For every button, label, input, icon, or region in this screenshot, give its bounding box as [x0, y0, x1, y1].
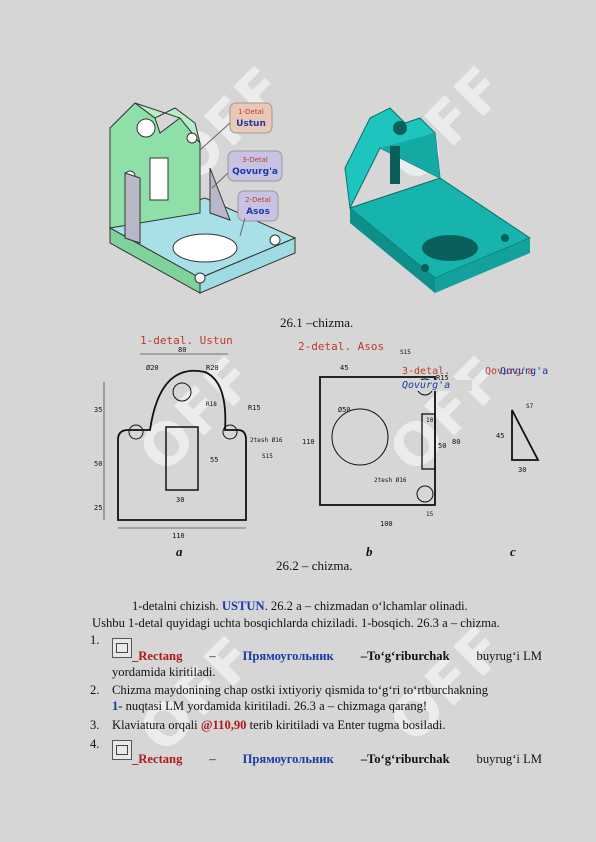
dim-r20: R20: [206, 364, 219, 372]
callout-3: 3-Detal Qovurg'a: [211, 150, 283, 189]
dim-30: 30: [176, 496, 184, 504]
dim-b-80: 80: [452, 438, 460, 446]
item-1-line-1: _Rectang – Прямоугольник –To‘g‘riburchak…: [132, 649, 542, 663]
item-4-line-1: _Rectang – Прямоугольник –To‘g‘riburchak…: [132, 752, 542, 766]
callout-1: 1-Detal Ustun: [199, 102, 273, 151]
dim-2tesh: 2tesh Ø16: [250, 437, 283, 444]
item-3-number: 3.: [90, 718, 100, 732]
dim-b-45: 45: [340, 364, 348, 372]
paragraph-1: 1-detalni chizish. USTUN. 26.2 a – chizm…: [132, 599, 468, 613]
figure-26-2-drawings: 1-detal. Ustun 110 80 R20 Ø20 R15 2tesh …: [94, 334, 548, 540]
dim-80: 80: [178, 346, 186, 354]
item-1-number: 1.: [90, 633, 100, 647]
label-b: b: [366, 544, 373, 559]
rectangle-tool-icon: [112, 638, 132, 658]
item-1-line-2: yordamida kiritiladi.: [112, 665, 216, 679]
dim-50: 50: [94, 460, 102, 468]
dim-25: 25: [94, 504, 102, 512]
drawing-b-asos: 2-detal. Asos 45 S15 R15 Ø50 110 2tesh Ø…: [298, 340, 460, 528]
drawing-c-qovurga: Qovurg'a Qovurg'a S7 45 30: [485, 366, 548, 474]
callout-3-num: 3-Detal: [242, 156, 268, 164]
title-b: 2-detal. Asos: [298, 340, 384, 353]
dim-35: 35: [94, 406, 102, 414]
figure-26-2-caption: 26.2 – chizma.: [276, 558, 353, 573]
rectangle-tool-icon: [112, 740, 132, 760]
dim-b-15: 15: [426, 511, 434, 518]
callout-2-name: Asos: [246, 207, 270, 217]
label-c: c: [510, 544, 516, 559]
dim-c-30: 30: [518, 466, 526, 474]
dim-d20: Ø20: [146, 364, 159, 372]
item-2-line-1: Chizma maydonining chap ostki ixtiyoriy …: [112, 683, 488, 697]
item-2-number: 2.: [90, 683, 100, 697]
item-4-number: 4.: [90, 737, 100, 751]
callout-2: 2-Detal Asos: [237, 190, 279, 237]
callout-2-num: 2-Detal: [245, 196, 271, 204]
title-c1: Qovurg'a: [485, 366, 533, 377]
title-a: 1-detal. Ustun: [140, 334, 233, 347]
dim-c-s7: S7: [526, 403, 534, 410]
figure-26-1-caption: 26.1 –chizma.: [280, 315, 354, 330]
callout-3-name: Qovurg'a: [232, 167, 278, 177]
bracket-solid-render: [344, 107, 532, 293]
callout-1-num: 1-Detal: [238, 108, 264, 116]
paragraph-2: Ushbu 1-detal quyidagi uchta bosqichlard…: [92, 616, 500, 630]
dim-c-45: 45: [496, 432, 504, 440]
title-c-line1: 3-detal.: [402, 366, 451, 377]
drawing-a-ustun: 1-detal. Ustun 110 80 R20 Ø20 R15 2tesh …: [94, 334, 283, 540]
dim-110: 110: [172, 532, 185, 540]
dim-b-110: 110: [302, 438, 315, 446]
dim-b-r15: R15: [436, 374, 449, 382]
dim-s15: S15: [262, 453, 273, 460]
dim-r18: R18: [206, 401, 217, 408]
title-c2: Qovurg'a: [500, 366, 548, 377]
dim-b-s15: S15: [400, 349, 411, 356]
dim-b-10: 10: [426, 417, 434, 424]
dim-b-50: 50: [438, 442, 446, 450]
callout-1-name: Ustun: [236, 119, 266, 129]
dim-b-d50: Ø50: [338, 406, 351, 414]
item-3-line: Klaviatura orqali @110,90 terib kiritila…: [112, 718, 446, 732]
dim-b-2tesh: 2tesh Ø16: [374, 477, 407, 484]
dim-b-100: 100: [380, 520, 393, 528]
title-c-line2: Qovurg'a: [402, 380, 472, 391]
dim-r15: R15: [248, 404, 261, 412]
dim-55: 55: [210, 456, 218, 464]
label-a: a: [176, 544, 183, 559]
figure-26-1-illustration: 1-Detal Ustun 3-Detal Qovurg'a 2-Detal A…: [108, 102, 532, 294]
item-2-line-2: 1- nuqtasi LM yordamida kiritiladi. 26.3…: [112, 699, 428, 713]
